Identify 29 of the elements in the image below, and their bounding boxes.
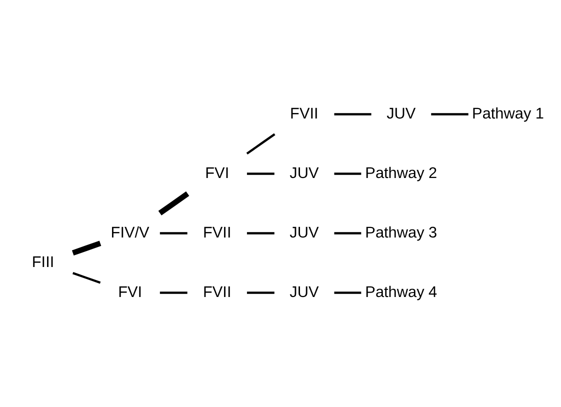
node-text: FIII [32, 254, 54, 272]
node-text: FVII [203, 224, 232, 242]
connector [160, 232, 188, 234]
connector [72, 272, 101, 284]
node-text: JUV [290, 164, 319, 182]
connector [158, 191, 190, 216]
node-text: FVI [118, 284, 142, 301]
connector [246, 172, 274, 175]
connector [246, 133, 276, 154]
node-text: FVII [203, 284, 232, 301]
node-text: FVI [205, 164, 230, 182]
connector [334, 172, 362, 175]
node-text: Pathway 2 [365, 164, 438, 182]
node-text: Pathway 4 [365, 284, 438, 301]
node-text: JUV [386, 105, 416, 122]
node-text: Pathway 3 [365, 224, 438, 242]
node-text: Pathway 1 [472, 105, 544, 122]
connector [334, 292, 362, 294]
node-text: FVII [290, 105, 318, 122]
connector [334, 232, 362, 234]
node-text: JUV [290, 284, 319, 301]
connector [431, 113, 468, 116]
connector [334, 113, 372, 116]
node-text: JUV [290, 224, 319, 242]
connector [246, 292, 274, 294]
connector [160, 292, 188, 294]
connector [246, 232, 274, 234]
connector [72, 240, 102, 256]
node-text: FIV/V [110, 224, 150, 242]
